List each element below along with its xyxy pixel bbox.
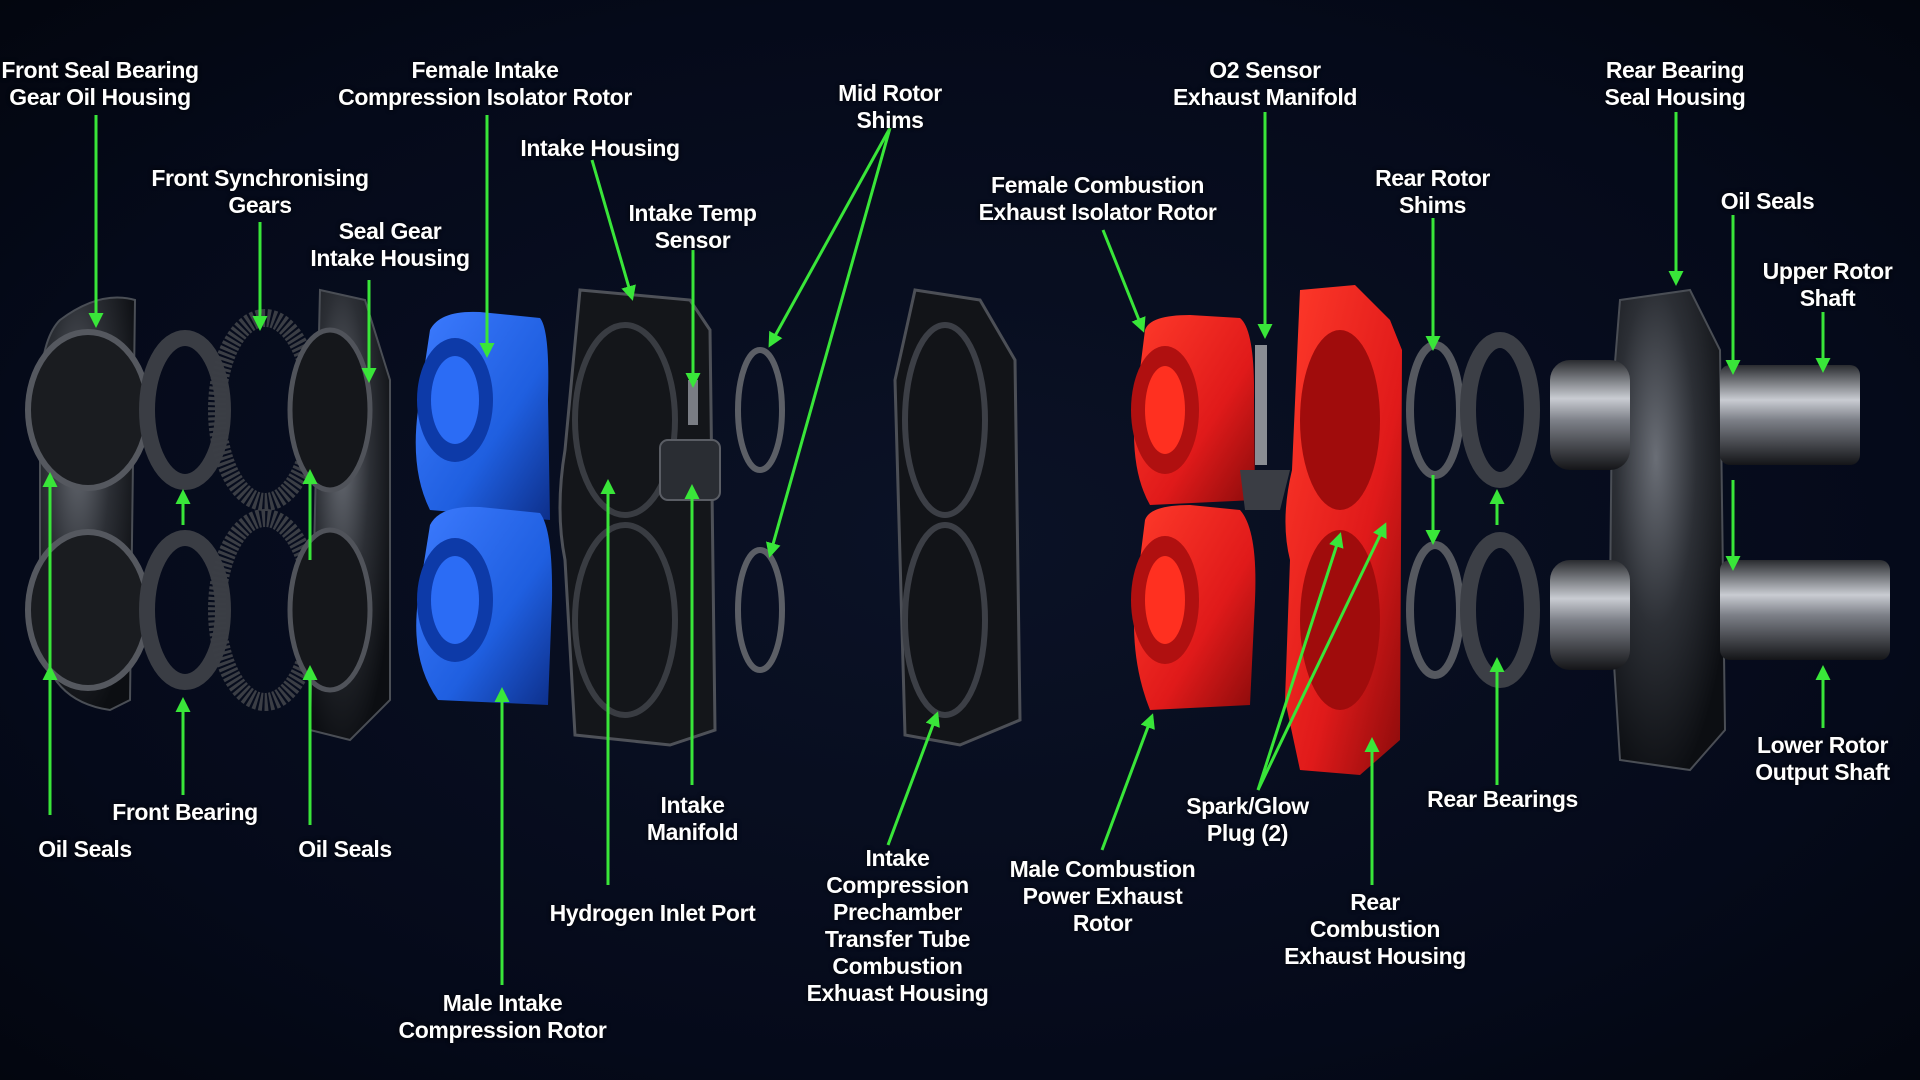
label-rear-combustion-housing: Rear Combustion Exhaust Housing bbox=[1284, 889, 1466, 969]
blue-intake-rotors-part bbox=[415, 311, 553, 705]
arrow-spark-plug-1 bbox=[1256, 532, 1344, 791]
label-intake-temp-sensor: Intake Temp Sensor bbox=[628, 200, 757, 253]
o2-sensor-part bbox=[1240, 345, 1290, 510]
label-front-oil-housing: Front Seal Bearing Gear Oil Housing bbox=[1, 57, 199, 110]
arrow-intake-housing bbox=[590, 159, 636, 301]
label-front-synchronising-gears: Front Synchronising Gears bbox=[151, 165, 369, 218]
arrow-mid-shims-lower bbox=[766, 127, 892, 558]
prechamber-housing-part bbox=[893, 288, 1022, 747]
rear-seal-housing-and-shafts-part bbox=[1550, 288, 1890, 772]
arrow-female-combustion-rotor bbox=[1101, 229, 1146, 333]
label-o2-sensor: O2 Sensor Exhaust Manifold bbox=[1172, 57, 1357, 110]
arrow-spark-plug-2 bbox=[1256, 522, 1387, 791]
label-oil-seals-right: Oil Seals bbox=[1720, 188, 1815, 214]
label-male-combustion-rotor: Male Combustion Power Exhaust Rotor bbox=[1009, 856, 1196, 936]
rear-rotor-shims-part bbox=[1406, 341, 1464, 679]
label-lower-rotor-output-shaft: Lower Rotor Output Shaft bbox=[1755, 732, 1890, 785]
label-intake-housing: Intake Housing bbox=[520, 135, 680, 161]
label-oil-seals-center: Oil Seals bbox=[298, 836, 392, 862]
rear-combustion-housing-part bbox=[1285, 285, 1402, 775]
label-spark-glow-plug: Spark/Glow Plug (2) bbox=[1186, 793, 1309, 846]
label-upper-rotor-shaft: Upper Rotor Shaft bbox=[1762, 258, 1893, 311]
label-rear-rotor-shims: Rear Rotor Shims bbox=[1375, 165, 1490, 218]
label-female-intake-rotor: Female Intake Compression Isolator Rotor bbox=[338, 57, 632, 110]
front-oil-housing-part bbox=[25, 296, 151, 712]
rear-bearings-part bbox=[1460, 332, 1540, 688]
label-front-bearing: Front Bearing bbox=[112, 799, 258, 825]
mid-rotor-shims-part bbox=[735, 347, 785, 673]
label-hydrogen-inlet-port: Hydrogen Inlet Port bbox=[549, 900, 756, 926]
red-combustion-rotors-part bbox=[1131, 315, 1256, 710]
callout-arrows bbox=[42, 112, 1831, 985]
label-mid-rotor-shims: Mid Rotor Shims bbox=[838, 80, 942, 133]
label-oil-seals-left: Oil Seals bbox=[38, 836, 132, 862]
label-seal-gear-intake-housing: Seal Gear Intake Housing bbox=[310, 218, 470, 271]
label-intake-compression-prechamber: Intake Compression Prechamber Transfer T… bbox=[806, 845, 989, 1006]
label-rear-bearing-seal-housing: Rear Bearing Seal Housing bbox=[1604, 57, 1746, 110]
arrow-male-combustion-rotor bbox=[1100, 713, 1155, 851]
label-female-combustion-rotor: Female Combustion Exhaust Isolator Rotor bbox=[978, 172, 1217, 225]
label-rear-bearings: Rear Bearings bbox=[1427, 786, 1578, 812]
arrow-prechamber bbox=[886, 711, 940, 846]
label-intake-manifold: Intake Manifold bbox=[646, 792, 739, 845]
arrow-mid-shims-upper bbox=[768, 127, 892, 348]
seal-gear-intake-housing-part bbox=[287, 288, 391, 742]
intake-housing-part bbox=[558, 288, 721, 747]
label-male-intake-rotor: Male Intake Compression Rotor bbox=[398, 990, 607, 1043]
